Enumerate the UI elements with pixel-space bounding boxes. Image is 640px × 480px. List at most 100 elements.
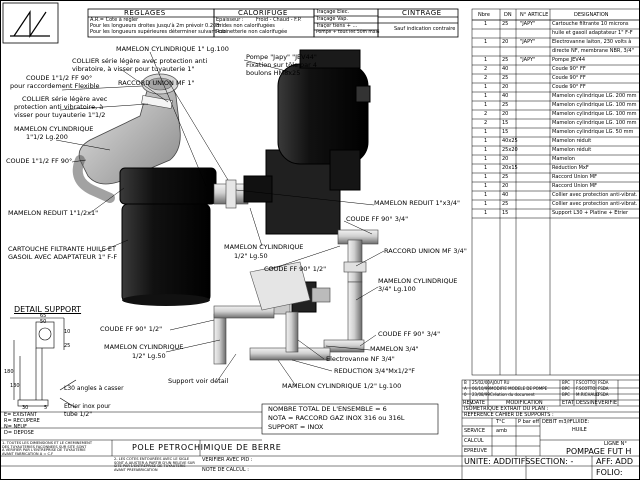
pipe-assembly: [72, 49, 379, 365]
dim-10: 10: [64, 329, 71, 335]
header-boxes: [2, 2, 459, 44]
revision-cell-by: BPC: [562, 386, 570, 391]
parts-cell-nbre: 1: [484, 147, 488, 153]
callout-pompe: boulons HM8x25: [246, 69, 301, 77]
revision-cell-date: 23/08/99: [472, 392, 490, 397]
callout-cartouche: CARTOUCHE FILTRANTE HUILE ET: [8, 245, 116, 253]
dim-65: 65: [40, 313, 47, 319]
parts-cell-nbre: 2: [484, 120, 488, 126]
rev-header: DESSINE: [576, 400, 598, 406]
reglages-title: REGLAGES: [124, 9, 166, 17]
parts-cell-dn: 25: [502, 57, 509, 63]
parts-header-article: N° ARTICLE: [520, 12, 549, 18]
parts-cell-designation: Coude 90° FF: [552, 84, 586, 90]
parts-cell-nbre: 1: [484, 165, 488, 171]
callout-mamelon-cyl-12: MAMELON CYLINDRIQUE: [224, 243, 304, 251]
parts-cell-nbre: 2: [484, 75, 488, 81]
calorifuge-title: CALORIFUGE: [238, 9, 288, 17]
reglages-line: Pour les longueurs supérieures détermine…: [90, 29, 227, 35]
calcul-label: CALCUL: [464, 438, 484, 444]
parts-cell-dn: 40: [502, 66, 509, 72]
parts-cell-nbre: 1: [484, 174, 488, 180]
parts-cell-designation: Mamelon cylindrique LG. 50 mm: [552, 129, 634, 135]
revision-cell-by: BPC: [562, 380, 570, 385]
callout-electrovanne: Electrovanne NF 3/4": [326, 355, 395, 363]
revision-cell-check: F.SCOTTO: [576, 380, 596, 385]
revision-cell-by: BPC: [562, 392, 570, 397]
callout-support-voir: Support voir détail: [168, 377, 229, 385]
iso-supports: REFERENCE CAHIER DE SUPPORTS :: [464, 412, 554, 418]
cintrage-line: Sauf indication contraire: [394, 26, 456, 32]
parts-cell-nbre: 1: [484, 39, 488, 45]
notes-line: SUPPORT = INOX: [268, 423, 324, 431]
tracage-line: Traçage Vap.: [316, 16, 348, 22]
parts-cell-designation: huile et gasoil adaptateur 1" F-F: [552, 30, 633, 36]
parts-cell-dn: 40: [502, 192, 509, 198]
callout-coude-34-b: COUDE FF 90° 3/4": [378, 330, 441, 338]
callout-pompe: Pompe "Japy" "JEV44": [246, 53, 317, 61]
callout-mamelon-34: MAMELON 3/4": [370, 345, 419, 353]
parts-cell-nbre: 1: [484, 192, 488, 198]
tracage-line: Traçer tiens + ...: [316, 23, 358, 29]
parts-cell-nbre: 2: [484, 111, 488, 117]
parts-cell-designation: Mamelon réduit: [552, 138, 592, 144]
callout-cartouche: GASOIL AVEC ADAPTATEUR 1" F-F: [8, 253, 118, 261]
callout-collier-1: COLLIER série légère avec protection ant…: [72, 57, 208, 65]
callout-raccord-union-1: RACCORD UNION MF 1": [118, 79, 195, 87]
debit-label: DEBIT m3/h: [542, 419, 572, 425]
callout-collier-1: vibratoire, à visser pour tuyauterie 1": [72, 65, 195, 73]
callout-collier-112: protection anti vibratoire, à: [14, 103, 104, 111]
cintrage-title: CINTRAGE: [402, 9, 442, 17]
detail-etrier: tube 1/2": [64, 411, 92, 418]
ligne-value: POMPAGE FUT H: [566, 447, 632, 456]
callout-mamelon-cyl-34: MAMELON CYLINDRIQUE: [378, 277, 458, 285]
revision-cell-text: MODIFIE MODELE DE POMPE: [490, 386, 548, 391]
parts-cell-designation: Mamelon: [552, 156, 575, 162]
parts-cell-designation: Coude 90° FF: [552, 66, 586, 72]
callout-collier-112: visser pour tuyauterie 1"1/2: [14, 111, 106, 119]
parts-cell-designation: Mamelon cylindrique LG. 200 mm: [552, 93, 637, 99]
parts-cell-designation: Raccord Union MF: [552, 183, 597, 189]
parts-cell-designation: Pompe JEV44: [552, 57, 586, 63]
callout-mamelon-cyl-1: MAMELON CYLINDRIQUE 1" Lg.100: [116, 45, 229, 53]
revision-cell-text: AJOUT RU: [490, 380, 510, 385]
title-block-grid: [0, 379, 640, 480]
parts-cell-designation: Mamelon cylindrique LG. 100 mm: [552, 111, 637, 117]
dim-130: 130: [10, 383, 20, 389]
detail-support-drawing: [10, 317, 77, 409]
legend-item: D= DEPOSE: [4, 430, 34, 436]
callout-mamelon-cyl-12-c: 1/2" Lg.50: [132, 352, 166, 360]
callout-coude-1: COUDE 1"1/2 FF 90°: [6, 157, 73, 165]
rev-header: DATE: [472, 400, 486, 406]
parts-header-nbre: Nbre: [478, 12, 490, 18]
parts-cell-dn: 40: [502, 93, 509, 99]
parts-cell-nbre: 1: [484, 84, 488, 90]
callout-mamelon-cyl-112: 1"1/2 Lg.200: [26, 133, 68, 141]
reglages-line: A.R.= Cote à régler: [90, 17, 139, 23]
callout-mamelon-cyl-12-bottom: MAMELON CYLINDRIQUE 1/2" Lg.100: [282, 382, 402, 390]
parts-cell-nbre: 1: [484, 102, 488, 108]
parts-cell-designation: Cartouche filtrante 10 microns: [552, 21, 629, 27]
parts-cell-designation: Electrovanne laiton, 230 volts à: [552, 39, 632, 45]
parts-cell-designation: Mamelon réduit: [552, 147, 592, 153]
callout-coude-12-top: COUDE FF 90° 1/2": [264, 265, 327, 273]
parts-cell-dn: 15: [502, 129, 509, 135]
dim-180: 180: [4, 369, 14, 375]
dim-5: 5: [44, 405, 48, 411]
parts-cell-dn: 25x20: [502, 147, 518, 153]
revision-cell-check: M.RICHAUD: [576, 392, 600, 397]
parts-cell-designation: Mamelon cylindrique LG. 100 mm: [552, 102, 637, 108]
notes-line: NOTA = RACCORD GAZ INOX 316 ou 316L: [268, 414, 405, 422]
callout-reduction: REDUCTION 3/4"Mx1/2"F: [334, 367, 415, 375]
parts-cell-designation: Collier avec protection anti-vibrat.: [552, 201, 638, 207]
site-name: POLE PETROCHIMIQUE DE BERRE: [132, 443, 282, 452]
parts-cell-nbre: 1: [484, 129, 488, 135]
callout-coude-34-a: COUDE FF 90° 3/4": [346, 215, 409, 223]
parts-cell-dn: 25: [502, 174, 509, 180]
callout-mamelon-cyl-12-c: MAMELON CYLINDRIQUE: [104, 343, 184, 351]
parts-cell-designation: Raccord Union MF: [552, 174, 597, 180]
aff-value: AFF: ADD: [596, 457, 634, 466]
parts-cell-designation: Collier avec protection anti-vibrat.: [552, 192, 638, 198]
